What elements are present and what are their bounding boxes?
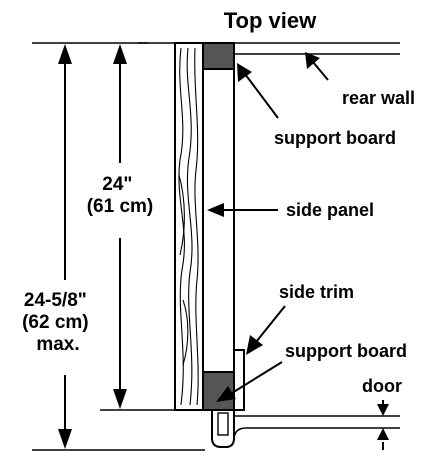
wood-side-wall <box>174 42 204 411</box>
outer-dimension-inches: 24-5/8" <box>24 290 87 311</box>
door-label: door <box>362 376 402 396</box>
support-board-top-arrow <box>237 63 279 119</box>
inner-dimension-line <box>113 44 127 409</box>
support-board-bottom-arrow <box>216 361 283 402</box>
hinge-slot <box>217 412 229 436</box>
side-panel <box>202 42 235 411</box>
side-trim-label: side trim <box>279 282 354 302</box>
side-panel-label: side panel <box>286 200 374 220</box>
outer-dimension-line <box>58 44 72 449</box>
inner-dimension-inches: 24" <box>102 174 132 195</box>
support-board-top <box>202 42 235 70</box>
outer-dimension-max: max. <box>36 334 79 355</box>
door-arrow-up <box>377 428 389 450</box>
outer-dimension-label: 24-5/8" (62 cm) max. <box>22 290 94 355</box>
side-trim <box>233 349 245 411</box>
side-trim-arrow <box>246 305 286 355</box>
side-panel-arrow <box>207 203 278 217</box>
inner-dimension-label: 24" (61 cm) <box>87 174 154 217</box>
support-board-top-label: support board <box>274 128 396 148</box>
diagram-title: Top view <box>224 8 317 33</box>
door-hinge-bracket <box>211 410 235 448</box>
door-arrow-down <box>377 400 389 416</box>
support-board-bottom-label: support board <box>285 341 407 361</box>
outer-dimension-cm: (62 cm) <box>22 312 89 333</box>
rear-wall-label: rear wall <box>342 88 415 108</box>
rear-wall-arrow <box>305 52 329 81</box>
door-inner-line <box>233 427 400 441</box>
inner-dimension-cm: (61 cm) <box>87 196 154 217</box>
